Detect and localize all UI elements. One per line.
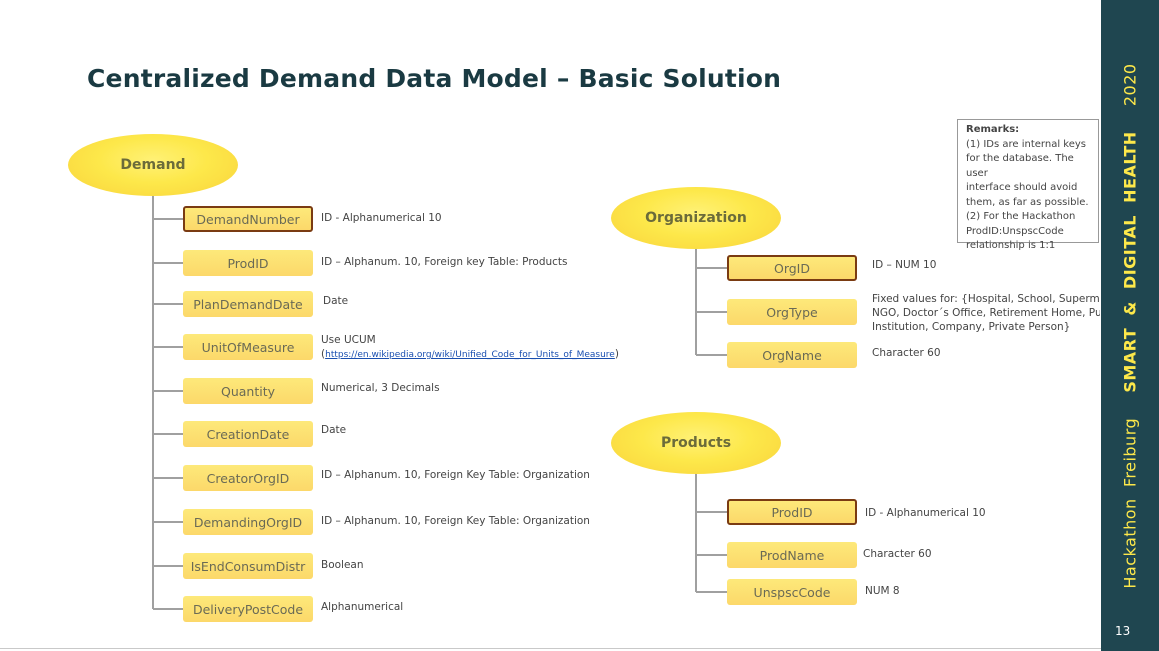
field-org-id: OrgID <box>727 255 857 281</box>
remarks-line: relationship is 1:1 <box>966 240 1056 251</box>
desc-prod-id: ID – Alphanum. 10, Foreign key Table: Pr… <box>321 256 568 268</box>
ucum-link-row: (https://en.wikipedia.org/wiki/Unified_C… <box>321 348 619 360</box>
desc-prod-name: Character 60 <box>863 548 932 560</box>
field-prod-name: ProdName <box>727 542 857 568</box>
desc-demand-number: ID - Alphanumerical 10 <box>321 212 442 224</box>
desc-org-type-line-2: NGO, Doctor´s Office, Retirement Home, P… <box>872 307 1100 319</box>
remarks-line: (1) IDs are internal keys <box>966 138 1086 150</box>
field-is-end-consum-distr: IsEndConsumDistr <box>183 553 313 579</box>
entity-products: Products <box>611 412 781 474</box>
field-products-prod-id: ProdID <box>727 499 857 525</box>
field-org-type: OrgType <box>727 299 857 325</box>
page-title: Centralized Demand Data Model – Basic So… <box>87 64 782 93</box>
sidebar-vertical-title: Hackathon Freiburg SMART & DIGITAL HEALT… <box>1121 63 1140 588</box>
field-unit-of-measure: UnitOfMeasure <box>183 334 313 360</box>
remarks-line: for the database. The user <box>966 153 1074 179</box>
desc-creator-org-id: ID – Alphanum. 10, Foreign Key Table: Or… <box>321 469 590 481</box>
field-creator-org-id: CreatorOrgID <box>183 465 313 491</box>
bottom-divider <box>0 648 1101 649</box>
sidebar-year-text: 2020 <box>1120 63 1140 107</box>
desc-unit-of-measure-text: Use UCUM <box>321 334 376 346</box>
desc-demanding-org-id: ID – Alphanum. 10, Foreign Key Table: Or… <box>321 515 590 527</box>
desc-org-type-line-3: Institution, Company, Private Person} <box>872 321 1071 333</box>
desc-is-end-consum-distr: Boolean <box>321 559 364 571</box>
entity-organization: Organization <box>611 187 781 249</box>
field-demand-number: DemandNumber <box>183 206 313 232</box>
desc-creation-date: Date <box>321 424 347 436</box>
ucum-link[interactable]: https://en.wikipedia.org/wiki/Unified_Co… <box>325 350 615 360</box>
remarks-title: Remarks: <box>966 124 1020 135</box>
sidebar-hackathon-text: Hackathon Freiburg <box>1120 417 1140 589</box>
field-demanding-org-id: DemandingOrgID <box>183 509 313 535</box>
remarks-line: interface should avoid <box>966 182 1078 193</box>
desc-org-name: Character 60 <box>872 347 941 359</box>
entity-demand: Demand <box>68 134 238 196</box>
field-org-name: OrgName <box>727 342 857 368</box>
desc-plan-demand-date: Date <box>323 295 349 307</box>
remarks-box: Remarks: (1) IDs are internal keys for t… <box>957 119 1099 251</box>
sidebar-smart-health-text: SMART & DIGITAL HEALTH <box>1120 131 1140 393</box>
desc-delivery-post-code: Alphanumerical <box>321 601 404 613</box>
field-quantity: Quantity <box>183 378 313 404</box>
field-unspsc-code: UnspscCode <box>727 579 857 605</box>
page-number: 13 <box>1115 624 1131 638</box>
sidebar-band <box>1101 0 1159 651</box>
desc-unspsc-code: NUM 8 <box>865 585 900 597</box>
connector-lines <box>152 193 727 610</box>
desc-org-type: Fixed values for: {Hospital, School, Sup… <box>872 292 1100 334</box>
remarks-line: ProdID:UnspscCode <box>966 225 1064 237</box>
desc-products-prod-id: ID - Alphanumerical 10 <box>865 507 986 519</box>
desc-quantity: Numerical, 3 Decimals <box>321 382 440 394</box>
remarks-line: them, as far as possible. <box>966 196 1089 208</box>
desc-unit-of-measure: Use UCUM (https://en.wikipedia.org/wiki/… <box>321 333 619 362</box>
desc-org-type-line-1: Fixed values for: {Hospital, School, Sup… <box>872 293 1100 305</box>
field-plan-demand-date: PlanDemandDate <box>183 291 313 317</box>
desc-org-id: ID – NUM 10 <box>872 259 937 271</box>
remarks-line: (2) For the Hackathon <box>966 211 1076 222</box>
field-delivery-post-code: DeliveryPostCode <box>183 596 313 622</box>
field-creation-date: CreationDate <box>183 421 313 447</box>
field-prod-id: ProdID <box>183 250 313 276</box>
